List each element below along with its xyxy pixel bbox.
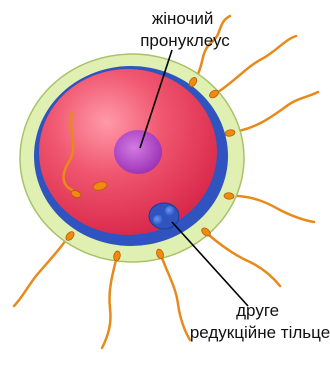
polar-body-lobe (153, 215, 163, 225)
sperm-tail (14, 240, 66, 306)
sperm-tail (234, 196, 314, 222)
pronucleus-label: жіночий пронуклеус (140, 9, 230, 50)
pronucleus-label-line1: жіночий (152, 9, 213, 28)
polar-body-label-line2: редукційне тільце (190, 323, 330, 342)
sperm-tail (162, 258, 190, 340)
sperm-tail (234, 92, 318, 132)
sperm-tail (210, 236, 280, 286)
female-pronucleus (114, 130, 162, 174)
polar-body-label: друге редукційне тільце (190, 301, 330, 342)
pronucleus-label-line2: пронуклеус (140, 31, 230, 50)
sperm-tail (102, 260, 116, 348)
polar-body-label-line1: друге (236, 301, 279, 320)
polar-body-lobe (165, 206, 175, 216)
